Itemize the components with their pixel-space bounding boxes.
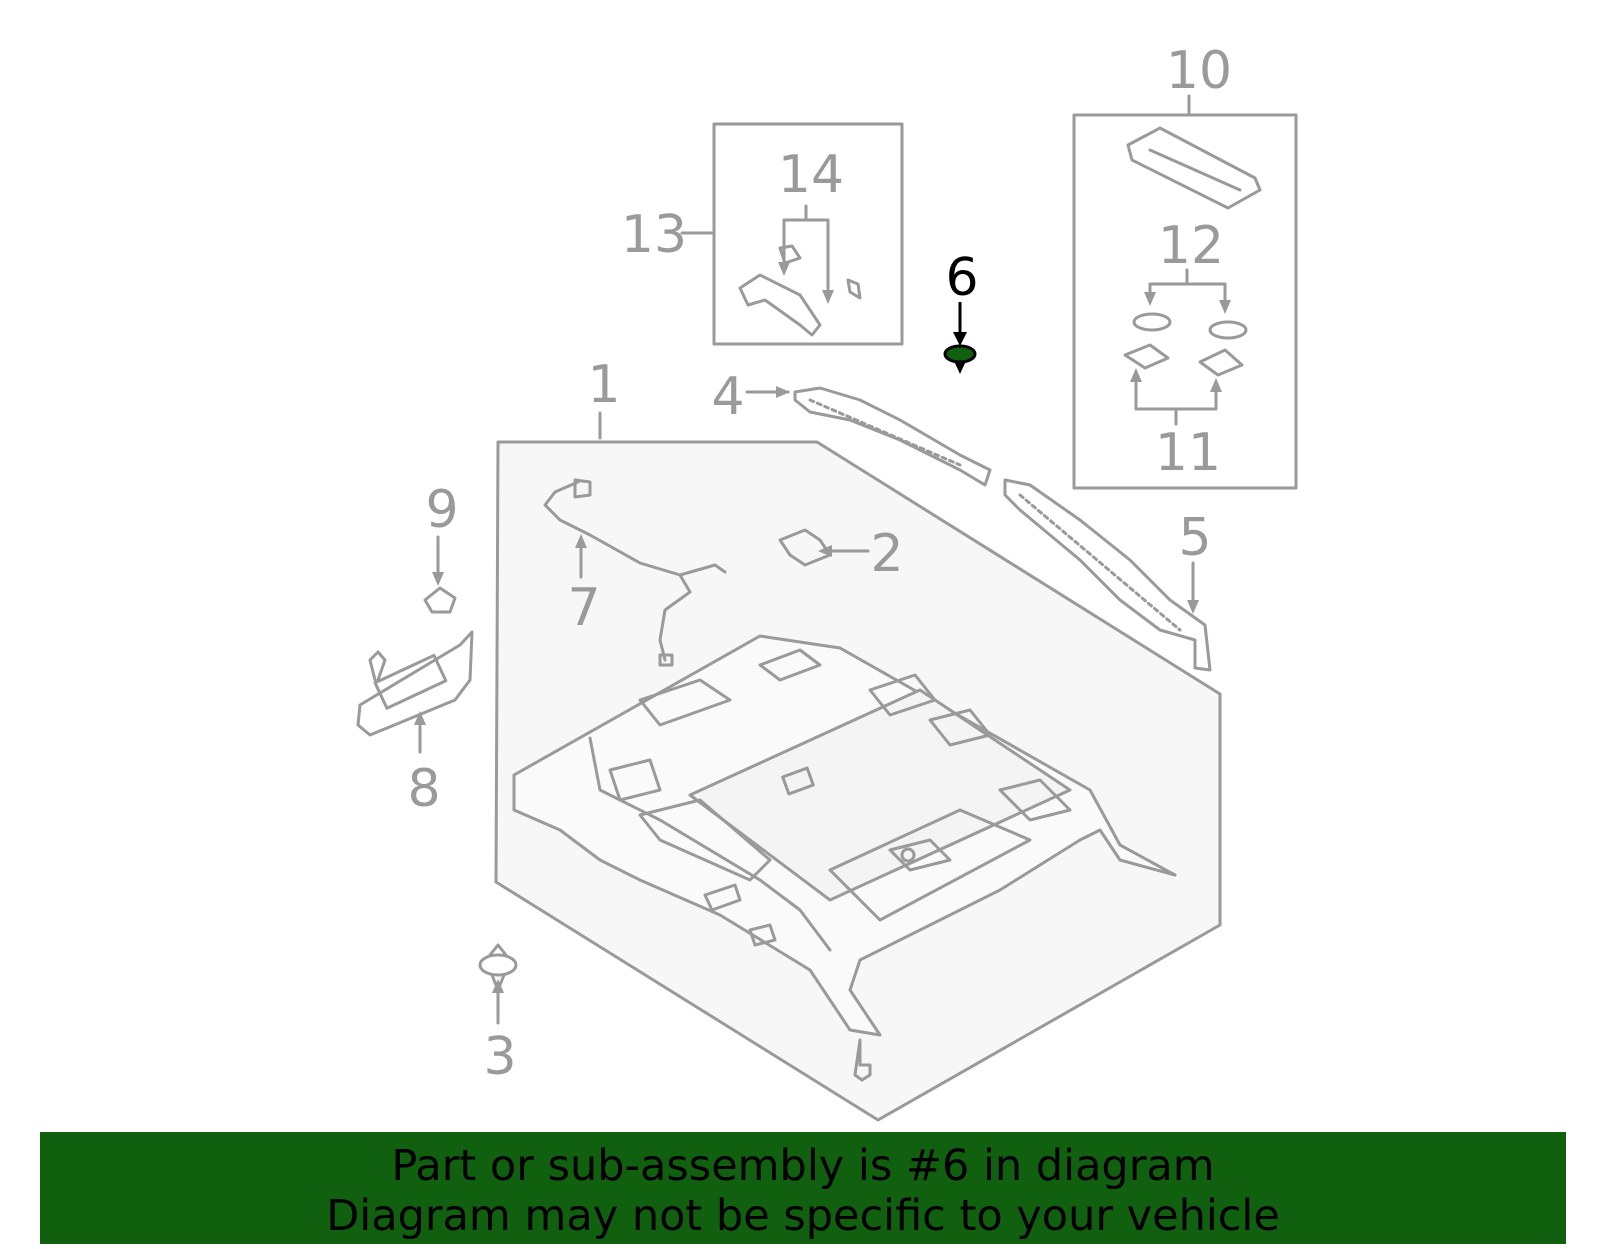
- rail-part-4: [793, 386, 992, 487]
- grab-handle: [738, 273, 822, 337]
- callout-3: 3: [483, 1027, 516, 1087]
- callout-10: 10: [1166, 41, 1232, 101]
- sun-visor-8: [356, 630, 474, 737]
- callout-7: 7: [567, 578, 600, 638]
- wire-harness-7: [543, 480, 692, 662]
- callout-5: 5: [1178, 508, 1211, 568]
- clip-part-3: [478, 953, 518, 977]
- callout-2: 2: [870, 524, 903, 584]
- callout-4: 4: [711, 367, 744, 427]
- banner-line-2: Diagram may not be specific to your vehi…: [326, 1191, 1280, 1241]
- box-10: [1072, 113, 1298, 490]
- callout-11: 11: [1155, 423, 1221, 483]
- callout-12: 12: [1158, 216, 1224, 276]
- rail-part-5: [1003, 478, 1212, 672]
- callout-13: 13: [621, 205, 687, 265]
- callout-14: 14: [778, 145, 844, 205]
- banner-line-1: Part or sub-assembly is #6 in diagram: [391, 1141, 1215, 1191]
- highlighted-part-6: [943, 302, 977, 374]
- info-banner: Part or sub-assembly is #6 in diagram Di…: [40, 1132, 1566, 1244]
- callout-9: 9: [425, 480, 458, 540]
- callout-8: 8: [407, 759, 440, 819]
- callout-6: 6: [945, 248, 978, 308]
- dome-lamp: [1126, 126, 1262, 210]
- callout-1: 1: [587, 355, 620, 415]
- clip-part-9: [423, 586, 457, 614]
